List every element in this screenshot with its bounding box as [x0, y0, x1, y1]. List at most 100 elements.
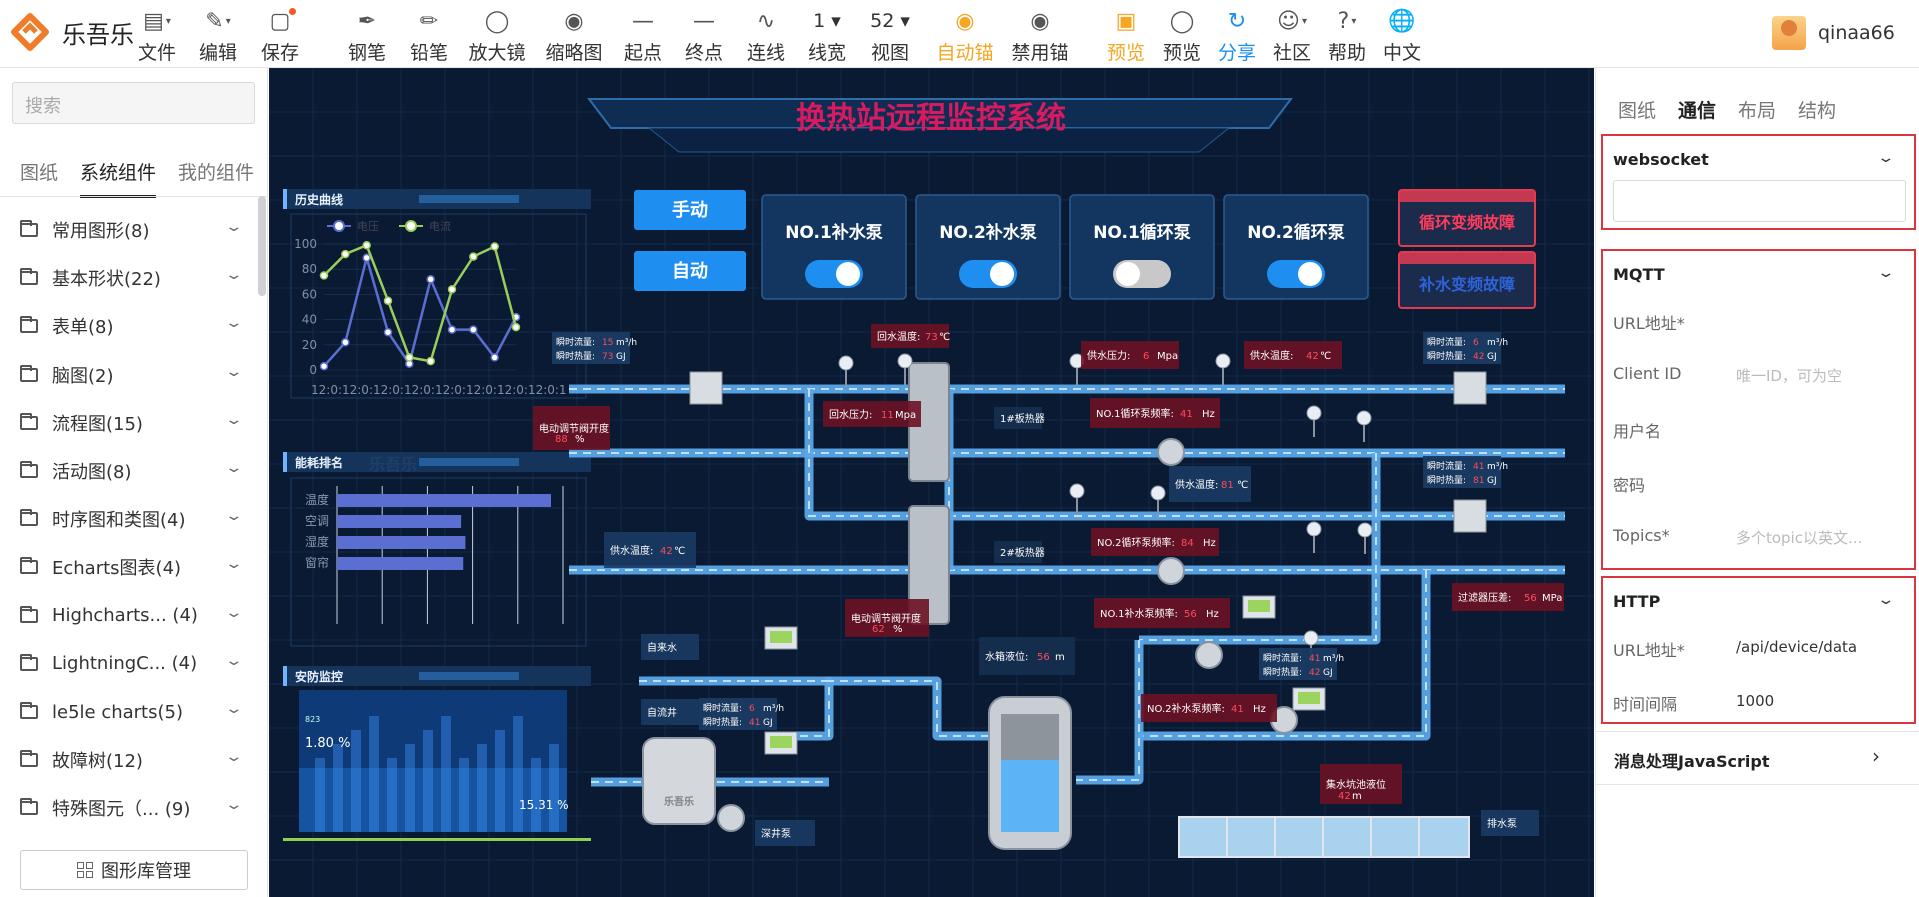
toolbar-save-button[interactable]: ▢保存 [245, 6, 315, 65]
tab-drawing-props[interactable]: 图纸 [1618, 100, 1657, 122]
category-item[interactable]: 基本形状(22)⌄ [20, 263, 244, 293]
toolbar-end-button[interactable]: —终点 [669, 6, 739, 65]
toolbar-edit-button[interactable]: ✎▾编辑 [183, 6, 253, 65]
mqtt-client-input[interactable]: 唯一ID，可为空 [1736, 367, 1842, 385]
category-item[interactable]: Highcharts... (4)⌄ [20, 601, 244, 631]
briefcase-icon: ▣ [1115, 8, 1137, 34]
library-manage-button[interactable]: 图形库管理 [20, 850, 248, 890]
tank-level-box-text: 水箱液位: [985, 650, 1028, 663]
toolbar-lang-label: 中文 [1382, 42, 1421, 64]
data-point [319, 271, 329, 280]
energy-bar [337, 536, 466, 549]
category-item[interactable]: 常用图形(8)⌄ [20, 215, 244, 245]
tab-system-components[interactable]: 系统组件 [80, 158, 157, 198]
tab-structure[interactable]: 结构 [1798, 100, 1837, 122]
pump-pipe-flow [1139, 453, 1377, 641]
return-press-box-text: 回水压力: [829, 408, 872, 421]
toolbar-view-button[interactable]: 52 ▾视图 [855, 6, 925, 65]
category-item[interactable]: 故障树(12)⌄ [20, 745, 244, 775]
toolbar-pencil-button[interactable]: ✏铅笔 [394, 6, 464, 65]
toolbar-connect-button[interactable]: ∿连线 [731, 6, 801, 65]
toolbar-start-button[interactable]: —起点 [608, 6, 678, 65]
pen-icon: ✒ [357, 8, 377, 34]
category-item[interactable]: 脑图(2)⌄ [20, 360, 244, 390]
toolbar-pen-button[interactable]: ✒钢笔 [332, 6, 402, 65]
legend-label: 电压 [357, 220, 379, 233]
legend-label: 电流 [429, 219, 451, 233]
pit-value: 42 [1338, 791, 1351, 802]
category-item[interactable]: 特殊图元（... (9)⌄ [20, 793, 244, 823]
video-building [333, 744, 343, 832]
chevron-down-icon[interactable]: ⌄ [1876, 265, 1896, 281]
flow-box-3-unit: m³/h [1487, 462, 1508, 472]
script-section[interactable]: 消息处理JavaScript › [1596, 731, 1919, 785]
http-interval-input[interactable]: 1000 [1736, 692, 1775, 710]
websocket-url-input[interactable] [1613, 180, 1906, 222]
supply-temp-box [1244, 341, 1342, 369]
category-item[interactable]: 时序图和类图(4)⌄ [20, 504, 244, 534]
category-item[interactable]: le5le charts(5)⌄ [20, 697, 244, 727]
flow-box-5-unit: GJ [763, 718, 773, 728]
energy-category-label: 温度 [305, 492, 329, 507]
search-input[interactable]: 搜索 [12, 82, 255, 124]
video-text: 15.31 % [519, 798, 569, 812]
tab-drawings[interactable]: 图纸 [20, 162, 59, 184]
category-item[interactable]: Echarts图表(4)⌄ [20, 552, 244, 582]
edit-icon: ✎▾ [205, 8, 231, 34]
http-url-input[interactable]: /api/device/data [1736, 638, 1858, 656]
toolbar-preview2-button[interactable]: ◯预览 [1147, 6, 1217, 65]
category-item[interactable]: 表单(8)⌄ [20, 311, 244, 341]
toolbar-file-button[interactable]: ▤▾文件 [122, 6, 192, 65]
pump2-freq-box-text: Hz [1203, 538, 1216, 549]
rep2-freq-box [1141, 694, 1277, 722]
eye-icon: ◯ [1169, 8, 1195, 34]
user-menu[interactable]: qinaa66 [1772, 16, 1895, 50]
toolbar-community-button[interactable]: ☺▾社区 [1257, 6, 1327, 65]
flow-box-1-value: 15 [602, 338, 613, 348]
sidebar-scrollbar[interactable] [258, 196, 266, 296]
supply-temp2-box [1169, 466, 1251, 502]
data-point [490, 353, 499, 362]
data-point [469, 252, 478, 261]
category-item[interactable]: 流程图(15)⌄ [20, 408, 244, 438]
app-logo[interactable]: 乐吾乐 [10, 12, 134, 52]
history-chart-title: 历史曲线 [295, 192, 343, 207]
video-building [315, 758, 325, 832]
folder-icon [20, 557, 38, 575]
rep2-freq-box-text: 41 [1231, 704, 1244, 715]
tab-communication[interactable]: 通信 [1678, 100, 1717, 122]
tab-layout[interactable]: 布局 [1738, 100, 1777, 122]
toolbar-minimap-button[interactable]: ◉缩略图 [539, 6, 609, 65]
energy-category-label: 湿度 [305, 534, 329, 549]
tab-my-components[interactable]: 我的组件 [178, 162, 255, 184]
flow-box-3-label: 瞬时热量: [1427, 474, 1466, 486]
folder-icon [20, 220, 38, 237]
tank-water-level [1001, 760, 1059, 832]
category-item[interactable]: LightningC... (4)⌄ [20, 649, 244, 679]
globe-icon: 🌐 [1388, 8, 1416, 34]
folder-icon [20, 461, 38, 478]
chevron-down-icon[interactable]: ⌄ [1876, 592, 1896, 608]
toolbar-lang-button[interactable]: 🌐 中文 [1367, 6, 1437, 65]
deep-pump-box-text: 深井泵 [761, 827, 791, 840]
mqtt-topics-input[interactable]: 多个topic以英文... [1736, 529, 1863, 547]
toolbar-share-button[interactable]: ↻分享 [1202, 6, 1272, 65]
supply-pipe-2-flow [808, 389, 1565, 517]
rep1-freq-box [1094, 598, 1230, 628]
left-tabs: 图纸 系统组件 我的组件 [20, 158, 254, 198]
chevron-down-icon[interactable]: ⌄ [1876, 150, 1896, 166]
toolbar-help-button[interactable]: ?▾帮助 [1312, 6, 1382, 65]
toolbar-preview1-button[interactable]: ▣预览 [1091, 6, 1161, 65]
well-tank [642, 737, 716, 825]
security-monitor-title-stripe [419, 672, 519, 680]
toolbar-magnifier-button[interactable]: ◯放大镜 [462, 6, 532, 65]
chevron-down-icon: ⌄ [224, 267, 244, 284]
toolbar-linewidth-button[interactable]: 1 ▾线宽 [792, 6, 862, 65]
data-point [490, 242, 499, 251]
data-point [511, 322, 521, 332]
scada-diagram: 换热站远程监控系统历史曲线能耗排名安防监控乐吾乐电压电流100806040200… [269, 68, 1594, 897]
rep1-freq-box-text: NO.1补水泵频率: [1100, 607, 1178, 620]
category-item[interactable]: 活动图(8)⌄ [20, 456, 244, 486]
video-building [477, 744, 487, 832]
